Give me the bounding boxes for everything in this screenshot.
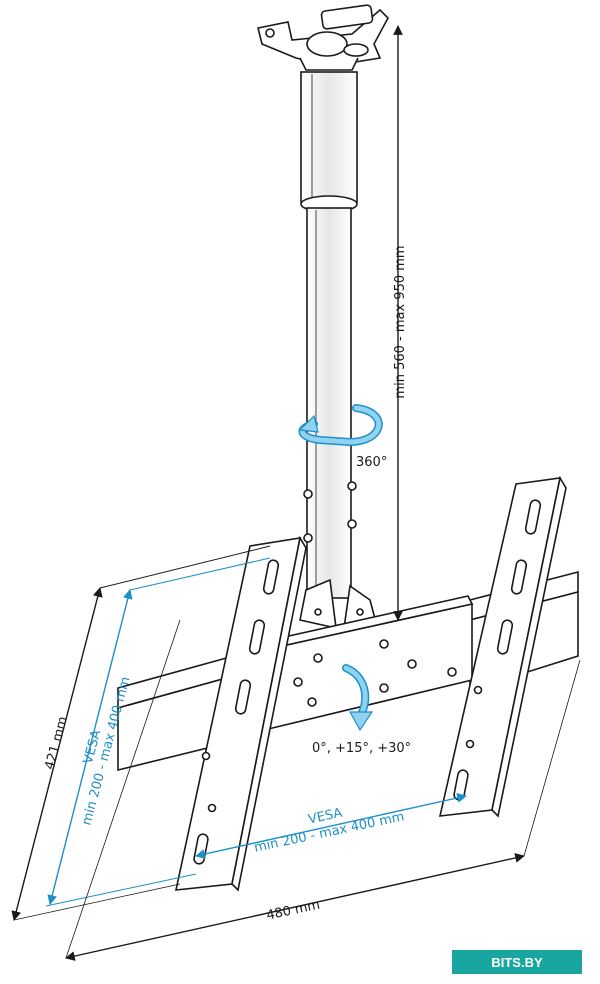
- depth-label: 421 mm: [42, 715, 71, 771]
- upper-pole: [300, 71, 358, 213]
- vesa-horizontal-title: VESA: [307, 806, 344, 828]
- width-label: 480 mm: [265, 898, 321, 924]
- ceiling-plate: [257, 4, 389, 71]
- watermark-text: BITS.BY: [491, 955, 543, 970]
- height-dimension: min 560 - max 950 mm: [393, 25, 408, 621]
- tilt-label: 0°, +15°, +30°: [312, 741, 411, 756]
- rotation-arrow-icon: [298, 404, 383, 447]
- lower-pole: [303, 207, 357, 599]
- rotation-label: 360°: [356, 455, 387, 470]
- tilt-arrow-icon: [342, 664, 374, 732]
- watermark-logo: BITS.BY: [452, 950, 582, 974]
- height-range-label: min 560 - max 950 mm: [393, 245, 408, 398]
- right-vesa-arm: [438, 475, 567, 818]
- width-dimension: 480 mm: [13, 619, 581, 961]
